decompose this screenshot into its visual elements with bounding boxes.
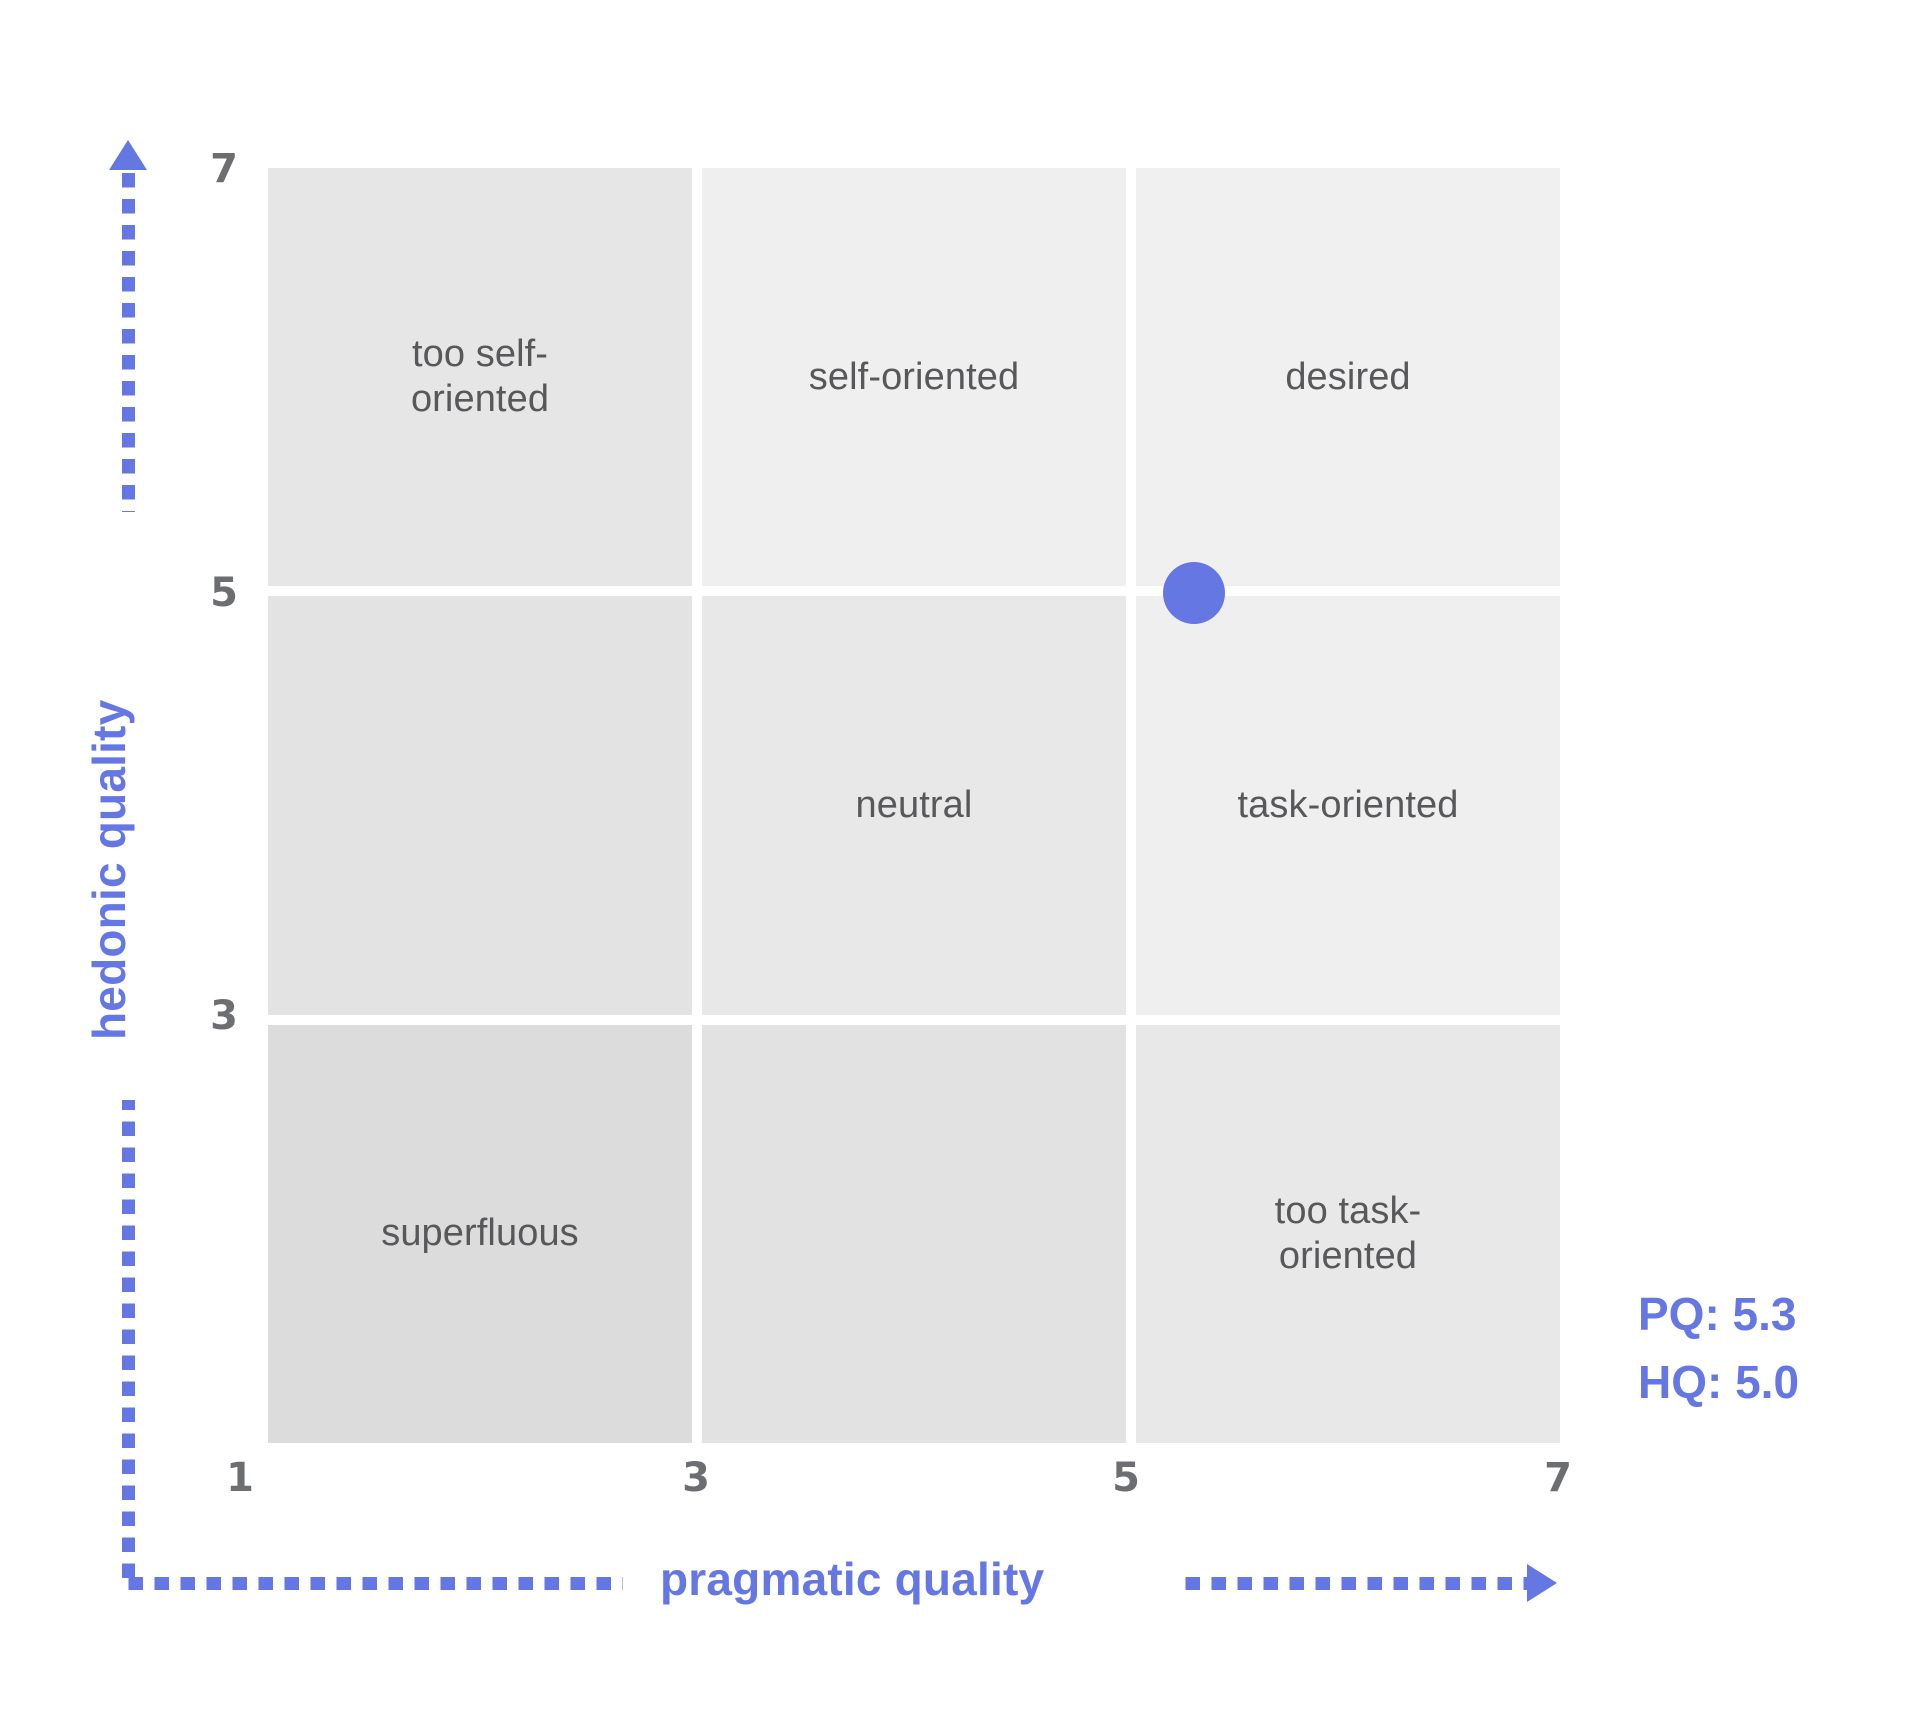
region-desired[interactable]: desired	[1136, 168, 1560, 587]
region-label: superfluous	[381, 1212, 579, 1255]
x-axis-dotted-line-left	[128, 1577, 623, 1590]
x-axis-title: pragmatic quality	[660, 1553, 1045, 1605]
region-mid-left-empty[interactable]	[268, 596, 692, 1015]
region-self-oriented[interactable]: self-oriented	[702, 168, 1126, 587]
region-bottom-mid-empty[interactable]	[702, 1024, 1126, 1443]
y-axis-dotted-line-lower	[122, 1100, 135, 1585]
y-tick-5: 5	[210, 570, 238, 616]
pq-score: PQ: 5.3	[1638, 1288, 1797, 1340]
region-neutral[interactable]: neutral	[702, 596, 1126, 1015]
region-too-self-oriented[interactable]: too self- oriented	[268, 168, 692, 587]
region-label: too task- oriented	[1274, 1190, 1422, 1277]
region-label: self-oriented	[808, 355, 1020, 398]
x-axis-dotted-line-right	[1182, 1577, 1527, 1590]
score-readout: PQ: 5.3 HQ: 5.0	[1638, 1280, 1799, 1416]
y-axis-dotted-line-upper	[122, 172, 135, 512]
region-label: neutral	[855, 784, 973, 827]
data-point-marker[interactable]	[1162, 562, 1225, 624]
x-tick-3: 3	[682, 1455, 710, 1501]
region-label: task-oriented	[1237, 784, 1459, 827]
region-superfluous[interactable]: superfluous	[268, 1024, 692, 1443]
x-tick-7: 7	[1544, 1455, 1572, 1501]
hq-score: HQ: 5.0	[1638, 1356, 1800, 1409]
region-too-task-oriented[interactable]: too task- oriented	[1136, 1024, 1560, 1443]
x-tick-5: 5	[1112, 1455, 1140, 1501]
y-axis-arrow-icon	[109, 140, 147, 170]
x-tick-1: 1	[226, 1455, 254, 1501]
region-label: desired	[1285, 355, 1411, 398]
y-tick-7: 7	[210, 146, 238, 192]
y-tick-3: 3	[210, 993, 238, 1039]
region-task-oriented[interactable]: task-oriented	[1136, 596, 1560, 1015]
y-axis-title: hedonic quality	[83, 699, 135, 1040]
x-axis-arrow-icon	[1527, 1564, 1557, 1602]
region-label: too self- oriented	[410, 333, 550, 421]
quadrant-grid: too self- oriented self-oriented desired…	[268, 168, 1560, 1443]
